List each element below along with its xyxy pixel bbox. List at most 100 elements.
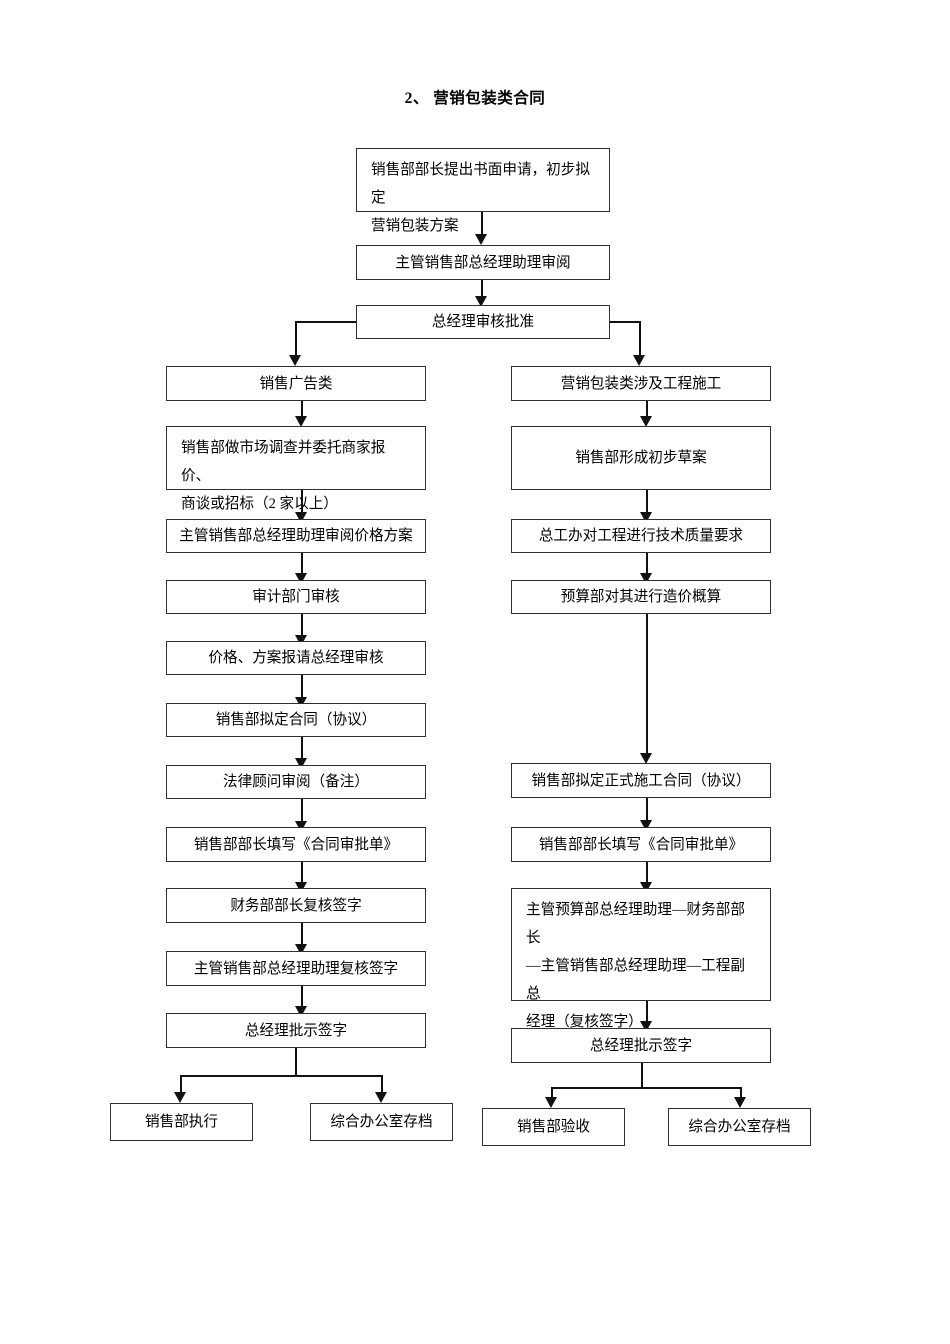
node-gm-approval: 总经理审核批准	[356, 305, 610, 339]
connector-left-2	[301, 553, 303, 579]
node-left-step-6: 法律顾问审阅（备注）	[166, 765, 426, 799]
node-left-step-3: 审计部门审核	[166, 580, 426, 614]
node-left-step-4-label: 价格、方案报请总经理审核	[208, 650, 384, 666]
node-gm-approval-label: 总经理审核批准	[431, 314, 535, 330]
connector-gm-branch-right-horizontal	[609, 321, 641, 323]
node-left-outcome-2-label: 综合办公室存档	[330, 1114, 433, 1130]
node-right-step-2: 总工办对工程进行技术质量要求	[511, 519, 771, 553]
arrowhead-right-6	[640, 1021, 652, 1032]
node-start-line1: 销售部部长提出书面申请，初步拟定	[371, 162, 590, 206]
arrowhead-right-outcome-2	[734, 1097, 746, 1108]
arrowhead-right-4	[640, 820, 652, 831]
arrowhead-left-0	[295, 416, 307, 427]
connector-left-7	[301, 862, 303, 888]
node-right-step-6-line3: 经理（复核签字）	[526, 1014, 643, 1030]
node-left-step-7-label: 销售部部长填写《合同审批单》	[193, 836, 399, 853]
arrowhead-left-8	[295, 944, 307, 955]
connector-right-0	[646, 401, 648, 422]
connector-left-5	[301, 737, 303, 765]
arrowhead-left-6	[295, 821, 307, 832]
arrowhead-right-0	[640, 416, 652, 427]
node-right-step-5-label: 销售部部长填写《合同审批单》	[538, 836, 744, 853]
node-right-outcome-1-label: 销售部验收	[517, 1119, 590, 1135]
node-right-step-4-label: 销售部拟定正式施工合同（协议）	[531, 772, 751, 789]
node-left-step-8-label: 财务部部长复核签字	[230, 897, 362, 914]
node-left-header: 销售广告类	[166, 366, 426, 401]
arrowhead-gm-branch-left	[289, 355, 301, 366]
arrowhead-left-1	[295, 512, 307, 523]
node-left-step-5: 销售部拟定合同（协议）	[166, 703, 426, 737]
connector-right-1	[646, 490, 648, 519]
connector-start-to-review	[481, 212, 483, 238]
connector-right-split-left-drop	[551, 1087, 553, 1104]
node-left-step-7: 销售部部长填写《合同审批单》	[166, 827, 426, 862]
arrowhead-left-3	[295, 635, 307, 646]
arrowhead-right-2	[640, 573, 652, 584]
arrowhead-left-7	[295, 882, 307, 893]
arrowhead-right-1	[640, 512, 652, 523]
node-right-step-5: 销售部部长填写《合同审批单》	[511, 827, 771, 862]
arrowhead-left-5	[295, 758, 307, 769]
connector-right-5	[646, 862, 648, 888]
arrowhead-gm-branch-right	[633, 355, 645, 366]
page-title: 2、 营销包装类合同	[404, 90, 546, 107]
node-left-outcome-1-label: 销售部执行	[145, 1114, 218, 1130]
connector-left-9	[301, 986, 303, 1012]
arrowhead-left-outcome-2	[375, 1092, 387, 1103]
node-right-step-3-label: 预算部对其进行造价概算	[560, 589, 722, 605]
connector-review-to-gm	[481, 280, 483, 302]
node-left-outcome-1: 销售部执行	[110, 1103, 253, 1141]
node-right-step-4: 销售部拟定正式施工合同（协议）	[511, 763, 771, 798]
node-start-line2: 营销包装方案	[371, 218, 459, 234]
node-left-step-2: 主管销售部总经理助理审阅价格方案	[166, 519, 426, 553]
connector-left-6	[301, 799, 303, 827]
node-left-step-1-line2: 商谈或招标（2 家以上）	[181, 496, 338, 512]
node-left-step-1-line1: 销售部做市场调查并委托商家报价、	[181, 440, 386, 484]
connector-right-split-horizontal	[551, 1087, 741, 1089]
node-left-step-6-label: 法律顾问审阅（备注）	[223, 774, 369, 790]
node-right-outcome-2-label: 综合办公室存档	[688, 1119, 791, 1135]
connector-right-4	[646, 798, 648, 826]
connector-gm-branch-right-vertical	[639, 321, 641, 361]
connector-left-split-horizontal	[180, 1075, 382, 1077]
node-right-step-2-label: 总工办对工程进行技术质量要求	[538, 528, 744, 544]
arrowhead-start-to-review	[475, 234, 487, 245]
node-review-assistant-label: 主管销售部总经理助理审阅	[395, 254, 571, 271]
node-left-step-9-label: 主管销售部总经理助理复核签字	[193, 960, 399, 977]
arrowhead-left-9	[295, 1006, 307, 1017]
connector-right-2	[646, 553, 648, 579]
node-right-step-6-line1: 主管预算部总经理助理—财务部部长	[526, 902, 745, 946]
node-left-step-8: 财务部部长复核签字	[166, 888, 426, 923]
node-right-step-1: 销售部形成初步草案	[511, 426, 771, 490]
arrowhead-left-outcome-1	[174, 1092, 186, 1103]
node-left-step-3-label: 审计部门审核	[252, 589, 340, 605]
node-right-step-7: 总经理批示签字	[511, 1028, 771, 1063]
arrowhead-review-to-gm	[475, 296, 487, 307]
arrowhead-right-outcome-1	[545, 1097, 557, 1108]
node-right-outcome-1: 销售部验收	[482, 1108, 625, 1146]
node-left-header-label: 销售广告类	[259, 375, 333, 392]
connector-left-3	[301, 614, 303, 641]
node-left-step-10: 总经理批示签字	[166, 1013, 426, 1048]
connector-left-split-stem	[295, 1048, 297, 1076]
node-right-outcome-2: 综合办公室存档	[668, 1108, 811, 1146]
connector-right-6	[646, 1001, 648, 1027]
connector-right-split-right-drop	[740, 1087, 742, 1104]
arrowhead-left-4	[295, 697, 307, 708]
arrowhead-left-2	[295, 573, 307, 584]
node-left-step-1: 销售部做市场调查并委托商家报价、 商谈或招标（2 家以上）	[166, 426, 426, 512]
connector-left-0	[301, 401, 303, 422]
node-left-step-9: 主管销售部总经理助理复核签字	[166, 951, 426, 986]
node-right-step-3: 预算部对其进行造价概算	[511, 580, 771, 614]
node-left-step-4: 价格、方案报请总经理审核	[166, 641, 426, 675]
connector-left-1	[301, 490, 303, 519]
connector-left-split-left-drop	[180, 1075, 182, 1097]
node-right-header-label: 营销包装类涉及工程施工	[560, 375, 722, 392]
connector-gm-branch-left-horizontal	[295, 321, 357, 323]
connector-left-split-right-drop	[381, 1075, 383, 1097]
connector-right-long	[646, 614, 648, 760]
node-right-step-6-line2: —主管销售部总经理助理—工程副总	[526, 958, 745, 1002]
node-review-assistant: 主管销售部总经理助理审阅	[356, 245, 610, 280]
node-left-step-5-label: 销售部拟定合同（协议）	[215, 712, 377, 728]
